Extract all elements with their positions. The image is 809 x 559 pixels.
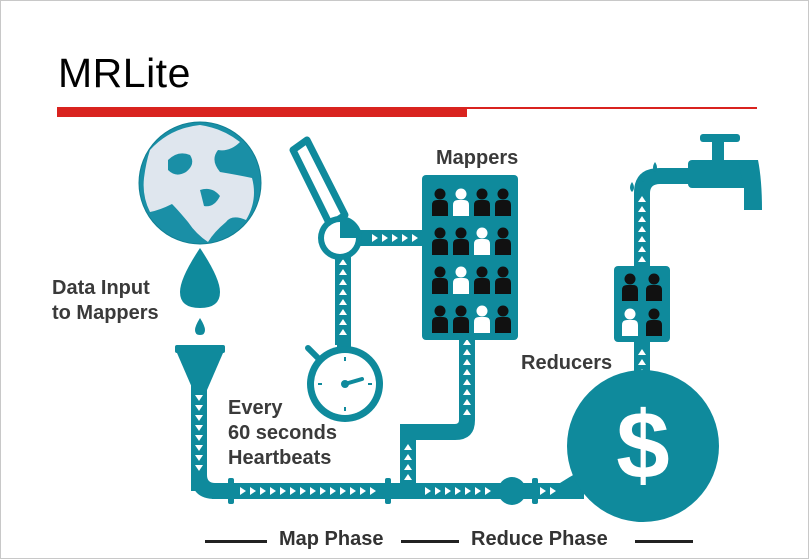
stopwatch-icon [305, 345, 383, 422]
data-input-line2: to Mappers [52, 302, 159, 324]
funnel-icon [175, 345, 225, 390]
reduce-phase-label: Reduce Phase [471, 528, 608, 550]
thermometer-icon [289, 136, 362, 260]
map-phase-label: Map Phase [279, 528, 384, 550]
phase-line-left [205, 540, 267, 543]
mappers-label: Mappers [436, 147, 519, 169]
phase-line-right [635, 540, 693, 543]
reducers-box [614, 266, 670, 342]
mappers-box [422, 175, 518, 340]
title-underline-thick [57, 107, 467, 117]
faucet-icon [630, 134, 762, 210]
heartbeat-line1: Every [228, 397, 283, 419]
reducers-label: Reducers [521, 352, 613, 374]
data-input-label: Data Input to Mappers [52, 276, 159, 326]
slide-title: MRLite [58, 50, 191, 96]
heartbeat-label: Every 60 seconds Heartbeats [228, 396, 337, 471]
dollar-sign: $ [616, 392, 669, 499]
money-bag-icon: $ [567, 370, 719, 522]
globe-icon [138, 121, 262, 245]
title-underline-thin [467, 107, 757, 109]
data-input-line1: Data Input [52, 277, 150, 299]
phase-line-middle [401, 540, 459, 543]
flow-arrows [195, 196, 646, 495]
heartbeat-line3: Heartbeats [228, 447, 332, 469]
water-drop-icon [180, 248, 220, 335]
heartbeat-line2: 60 seconds [228, 422, 337, 444]
